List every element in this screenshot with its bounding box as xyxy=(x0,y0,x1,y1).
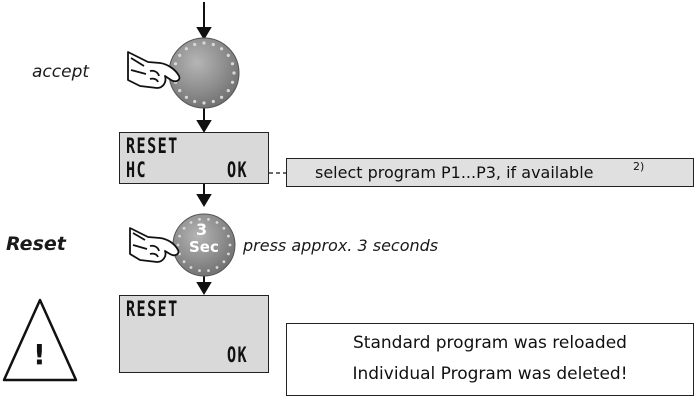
arrow-top xyxy=(196,2,212,40)
knob-rim-dot xyxy=(189,266,193,269)
result-line-1: Standard program was reloaded xyxy=(353,333,627,353)
lcd-line2-right: OK xyxy=(227,158,249,182)
knob-rim-dot xyxy=(222,260,226,264)
knob-rim-dot xyxy=(202,101,206,105)
knob-rim-dot xyxy=(232,71,236,75)
knob-rim-dot xyxy=(193,99,197,104)
lcd-display-reset: RESET OK xyxy=(119,295,269,373)
knob-seconds-unit: Sec xyxy=(189,238,219,256)
knob-rim-dot xyxy=(227,234,230,238)
result-message-box: Standard program was reloaded Individual… xyxy=(286,323,694,396)
arrow-2 xyxy=(196,108,212,133)
knob-rim-dot xyxy=(228,243,232,247)
knob-rim-dot xyxy=(226,53,230,58)
control-knob-icon xyxy=(172,213,236,277)
lcd-display-select: RESET HC OK xyxy=(119,132,269,184)
lcd-line2-left: HC xyxy=(126,158,148,182)
knob-seconds-number: 3 xyxy=(196,220,208,239)
result-line-2: Individual Program was deleted! xyxy=(352,364,628,384)
knob-rim-dot xyxy=(193,42,197,47)
knob-rim-dot xyxy=(176,243,180,247)
knob-rim-dot xyxy=(198,218,201,221)
lcd-line2-right: OK xyxy=(227,343,249,367)
knob-rim-dot xyxy=(178,89,182,93)
control-knob-icon xyxy=(168,37,240,109)
knob-rim-dot xyxy=(182,260,186,264)
knob-rim-dot xyxy=(211,99,215,104)
reset-label: Reset xyxy=(6,233,66,255)
knob-rim-dot xyxy=(202,41,206,45)
knob-rim-dot xyxy=(230,80,235,84)
knob-rim-dot xyxy=(222,226,226,230)
knob-rim-dot xyxy=(215,221,219,224)
knob-rim-dot xyxy=(189,221,193,224)
knob-rim-dot xyxy=(207,218,210,221)
warning-triangle-icon xyxy=(2,298,78,382)
knob-rim-dot xyxy=(230,62,235,66)
knob-rim-dot xyxy=(184,95,188,99)
knob-rim-dot xyxy=(211,42,215,47)
hand-pointer-icon xyxy=(129,227,180,263)
hand-pointer-icon xyxy=(127,51,181,89)
knob-rim-dot xyxy=(184,47,188,51)
knob-rim-dot xyxy=(173,62,178,66)
knob-rim-dot xyxy=(215,266,219,269)
knob-rim-dot xyxy=(220,95,224,99)
knob-rim-dot xyxy=(198,269,201,272)
knob-rim-dot xyxy=(220,47,224,51)
knob-rim-dot xyxy=(227,252,230,256)
knob-rim-dot xyxy=(226,89,230,93)
footnote-marker: 2) xyxy=(633,160,645,173)
lcd-line1: RESET xyxy=(126,297,179,321)
knob-rim-dot xyxy=(178,53,182,58)
select-program-hint: select program P1...P3, if available 2) xyxy=(286,158,694,187)
knob-rim-dot xyxy=(182,226,186,230)
select-program-text: select program P1...P3, if available xyxy=(315,163,594,182)
knob-rim-dot xyxy=(178,234,182,238)
knob-rim-dot xyxy=(207,269,210,272)
warning-exclamation: ! xyxy=(33,338,46,371)
accept-label: accept xyxy=(32,62,90,82)
lcd-line1: RESET xyxy=(126,134,179,158)
press-hint: press approx. 3 seconds xyxy=(243,236,439,255)
